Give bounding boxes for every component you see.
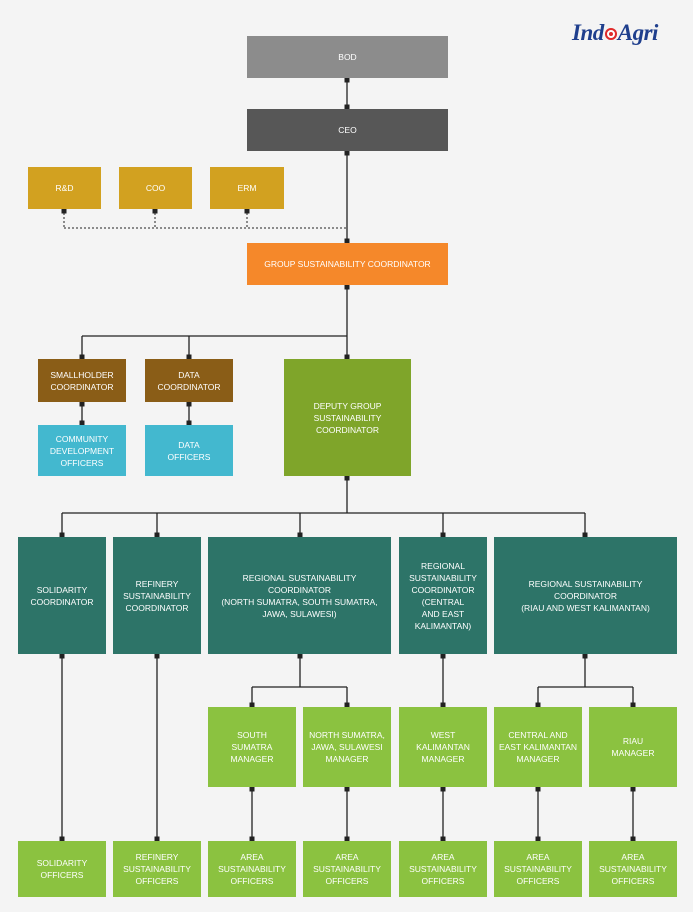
connector-node-35	[297, 532, 303, 538]
connector-node-45	[154, 836, 160, 842]
smallholder-coordinator-box: SMALLHOLDER COORDINATOR	[38, 359, 126, 402]
connector-node-65	[249, 836, 255, 842]
refinery-coordinator-box: REFINERY SUSTAINABILITY COORDINATOR	[113, 537, 201, 654]
connector-node-28	[344, 475, 350, 481]
area-officers-box-4: AREA SUSTAINABILITY OFFICERS	[494, 841, 582, 897]
rnd-box: R&D	[28, 167, 101, 209]
connector-node-1	[344, 77, 350, 83]
regional-coordinator-central-east-kalimantan-box: REGIONAL SUSTAINABILITY COORDINATOR (CEN…	[399, 537, 487, 654]
ceo-box: CEO	[247, 109, 448, 151]
data-coordinator-box: DATA COORDINATOR	[145, 359, 233, 402]
connector-node-10	[152, 208, 158, 214]
connector-node-31	[59, 532, 65, 538]
connector-node-47	[297, 653, 303, 659]
connector-node-54	[440, 653, 446, 659]
erm-box: ERM	[210, 167, 284, 209]
logo-text-right: Agri	[617, 20, 659, 45]
connector-node-68	[344, 836, 350, 842]
west-kalimantan-manager-box: WEST KALIMANTAN MANAGER	[399, 707, 487, 787]
connector-node-76	[630, 786, 636, 792]
connector-node-19	[186, 354, 192, 360]
area-officers-box-5: AREA SUSTAINABILITY OFFICERS	[589, 841, 677, 897]
logo-o-icon	[604, 28, 617, 40]
refinery-officers-box: REFINERY SUSTAINABILITY OFFICERS	[113, 841, 201, 897]
bod-box: BOD	[247, 36, 448, 78]
logo-text-left: Ind	[572, 20, 604, 45]
connector-node-12	[244, 208, 250, 214]
south-sumatra-manager-box: SOUTH SUMATRA MANAGER	[208, 707, 296, 787]
connector-node-64	[249, 786, 255, 792]
connector-node-20	[344, 354, 350, 360]
area-officers-box-3: AREA SUSTAINABILITY OFFICERS	[399, 841, 487, 897]
central-east-kalimantan-manager-box: CENTRAL AND EAST KALIMANTAN MANAGER	[494, 707, 582, 787]
connector-node-37	[440, 532, 446, 538]
connector-node-77	[630, 836, 636, 842]
solidarity-coordinator-box: SOLIDARITY COORDINATOR	[18, 537, 106, 654]
connector-node-55	[440, 702, 446, 708]
connector-node-67	[344, 786, 350, 792]
connector-node-26	[186, 420, 192, 426]
connector-node-4	[344, 150, 350, 156]
connector-node-39	[582, 532, 588, 538]
connector-node-73	[535, 786, 541, 792]
connector-node-8	[61, 208, 67, 214]
deputy-group-coordinator-box: DEPUTY GROUP SUSTAINABILITY COORDINATOR	[284, 359, 411, 476]
connector-node-44	[154, 653, 160, 659]
connector-node-22	[79, 401, 85, 407]
indoagri-logo: Ind Agri	[572, 18, 682, 48]
connector-node-57	[582, 653, 588, 659]
connector-node-5	[344, 238, 350, 244]
connector-node-52	[344, 702, 350, 708]
connector-node-23	[79, 420, 85, 426]
area-officers-box-1: AREA SUSTAINABILITY OFFICERS	[208, 841, 296, 897]
community-development-officers-box: COMMUNITY DEVELOPMENT OFFICERS	[38, 425, 126, 476]
connector-node-60	[535, 702, 541, 708]
connector-node-25	[186, 401, 192, 407]
connector-node-41	[59, 653, 65, 659]
connector-node-14	[344, 284, 350, 290]
group-sustainability-coordinator-box: GROUP SUSTAINABILITY COORDINATOR	[247, 243, 448, 285]
connector-node-42	[59, 836, 65, 842]
solidarity-officers-box: SOLIDARITY OFFICERS	[18, 841, 106, 897]
data-officers-box: DATA OFFICERS	[145, 425, 233, 476]
riau-manager-box: RIAU MANAGER	[589, 707, 677, 787]
connector-node-50	[249, 702, 255, 708]
connector-node-70	[440, 786, 446, 792]
north-sumatra-jawa-sulawesi-manager-box: NORTH SUMATRA, JAWA, SULAWESI MANAGER	[303, 707, 391, 787]
connector-node-71	[440, 836, 446, 842]
connector-node-33	[154, 532, 160, 538]
connector-node-62	[630, 702, 636, 708]
regional-coordinator-riau-west-kalimantan-box: REGIONAL SUSTAINABILITY COORDINATOR (RIA…	[494, 537, 677, 654]
connector-node-17	[79, 354, 85, 360]
coo-box: COO	[119, 167, 192, 209]
regional-coordinator-north-south-sumatra-box: REGIONAL SUSTAINABILITY COORDINATOR (NOR…	[208, 537, 391, 654]
area-officers-box-2: AREA SUSTAINABILITY OFFICERS	[303, 841, 391, 897]
connector-node-2	[344, 104, 350, 110]
connector-node-74	[535, 836, 541, 842]
